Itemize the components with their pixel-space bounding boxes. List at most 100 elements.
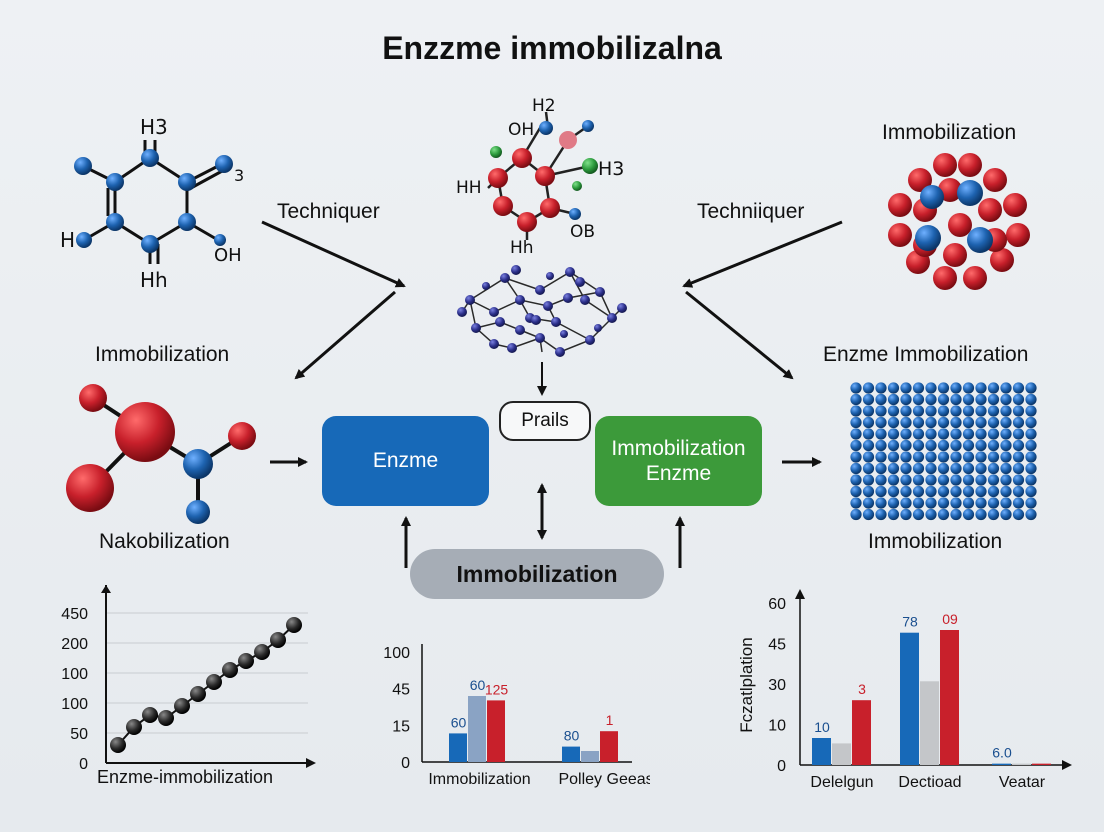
data-label: 125 xyxy=(485,681,509,697)
grid-sphere xyxy=(962,393,975,406)
grid-sphere xyxy=(925,393,937,406)
bar xyxy=(940,630,959,765)
grid-sphere xyxy=(950,451,962,463)
grid-sphere xyxy=(875,416,887,429)
prails-box[interactable]: Prails xyxy=(499,401,591,441)
y-tick-label: 450 xyxy=(61,606,88,623)
immobilized-grid xyxy=(850,382,1037,521)
grid-sphere xyxy=(900,428,912,440)
grid-sphere xyxy=(937,393,950,406)
grid-sphere xyxy=(937,439,950,452)
label-techniquer-right: Techniiquer xyxy=(697,200,805,223)
grid-sphere xyxy=(1012,497,1025,509)
grid-sphere xyxy=(987,382,1000,394)
grid-sphere xyxy=(950,497,962,509)
grid-sphere xyxy=(975,382,987,394)
grid-sphere xyxy=(850,439,862,452)
grid-sphere xyxy=(875,451,887,463)
grid-sphere xyxy=(950,416,962,429)
bar xyxy=(852,700,871,765)
grid-sphere xyxy=(887,405,900,417)
grid-sphere xyxy=(875,474,887,486)
bar xyxy=(1032,763,1051,765)
grid-sphere xyxy=(1025,508,1037,521)
grid-sphere xyxy=(987,451,1000,463)
data-point xyxy=(222,662,238,678)
immobilization-pill[interactable]: Immobilization xyxy=(410,549,664,599)
bar xyxy=(920,681,939,765)
grid-sphere xyxy=(975,497,987,509)
grid-sphere xyxy=(1012,439,1025,452)
chem-label-h-left: H xyxy=(60,228,76,252)
grid-sphere xyxy=(875,508,887,521)
data-point xyxy=(174,698,190,714)
grid-sphere xyxy=(862,474,875,486)
grid-sphere xyxy=(1000,462,1012,475)
grid-sphere xyxy=(862,405,875,417)
grid-sphere xyxy=(962,451,975,463)
grid-sphere xyxy=(925,405,937,417)
bar xyxy=(581,751,599,762)
grid-sphere xyxy=(912,497,925,509)
y-tick-label: 100 xyxy=(61,696,88,713)
grid-sphere xyxy=(1025,428,1037,440)
grid-sphere xyxy=(1025,405,1037,417)
y-tick-label: 200 xyxy=(61,636,88,653)
grid-sphere xyxy=(950,428,962,440)
page-title: Enzzme immobilizalna xyxy=(382,30,722,66)
grid-sphere xyxy=(887,508,900,521)
label-immobilization-bottom-right: Immobilization xyxy=(868,530,1003,553)
y-tick-label: 45 xyxy=(392,682,410,699)
grid-sphere xyxy=(962,439,975,452)
grid-sphere xyxy=(950,382,962,394)
grid-sphere xyxy=(987,405,1000,417)
grid-sphere xyxy=(937,497,950,509)
grid-sphere xyxy=(912,405,925,417)
grid-sphere xyxy=(862,462,875,475)
grid-sphere xyxy=(875,439,887,452)
nanoparticle-cluster xyxy=(888,153,1030,290)
chem-label-oh: OH xyxy=(214,245,242,266)
immobilization-enzme-box[interactable]: Immobilization Enzme xyxy=(595,416,762,506)
grid-sphere xyxy=(1000,451,1012,463)
grid-sphere xyxy=(925,474,937,486)
grid-sphere xyxy=(975,474,987,486)
grid-sphere xyxy=(962,416,975,429)
grid-sphere xyxy=(900,497,912,509)
arrow-to-grid xyxy=(685,290,794,380)
y-tick-label: 50 xyxy=(70,726,88,743)
data-point xyxy=(238,653,254,669)
grid-sphere xyxy=(862,451,875,463)
grid-sphere xyxy=(925,382,937,394)
grid-sphere xyxy=(987,462,1000,475)
grid-sphere xyxy=(887,416,900,429)
bar xyxy=(600,731,618,762)
bar xyxy=(900,632,919,765)
data-point xyxy=(126,719,142,735)
grid-sphere xyxy=(900,439,912,452)
grid-sphere xyxy=(1025,474,1037,486)
grid-sphere xyxy=(912,428,925,440)
grid-sphere xyxy=(975,439,987,452)
grid-sphere xyxy=(1000,428,1012,440)
grid-sphere xyxy=(850,508,862,521)
y-tick-label: 15 xyxy=(392,718,410,735)
ball-stick-molecule xyxy=(66,384,256,524)
grid-sphere xyxy=(1000,382,1012,394)
grid-sphere xyxy=(1025,451,1037,463)
chem-label-hh-bottom: Hh xyxy=(510,238,534,258)
data-point xyxy=(206,674,222,690)
x-axis-arrow xyxy=(306,758,316,768)
grid-sphere xyxy=(862,485,875,498)
grid-sphere xyxy=(850,428,862,440)
bar xyxy=(832,743,851,765)
enzme-box[interactable]: Enzme xyxy=(322,416,489,506)
grid-sphere xyxy=(1000,508,1012,521)
grid-sphere xyxy=(850,462,862,475)
grid-sphere xyxy=(987,439,1000,452)
grid-sphere xyxy=(937,451,950,463)
grid-sphere xyxy=(1012,485,1025,498)
grid-sphere xyxy=(875,462,887,475)
